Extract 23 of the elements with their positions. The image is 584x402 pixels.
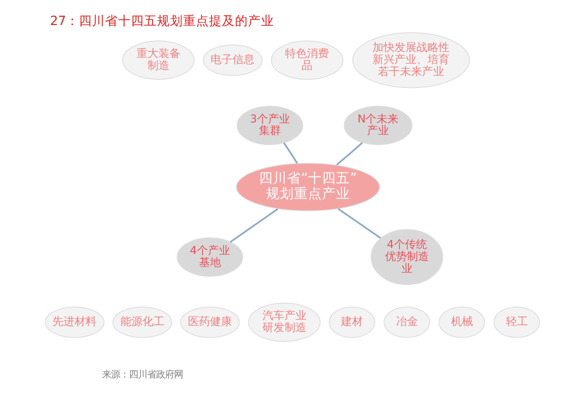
- connector: [282, 142, 298, 164]
- node-ellipse: 建材: [328, 306, 375, 338]
- node-ellipse: N个未来产业: [343, 106, 412, 146]
- node-ellipse: 重大装备制造: [122, 40, 194, 80]
- connector: [229, 208, 278, 243]
- caption: 来源：四川省政府网: [101, 370, 182, 381]
- node-ellipse: 四川省“十四五”规划重点产业: [235, 162, 380, 212]
- node-ellipse: 电子信息: [202, 44, 262, 76]
- node-ellipse: 能源化工: [112, 306, 172, 338]
- connector: [337, 208, 381, 239]
- diagram-title: 27：四川省十四五规划重点提及的产业: [49, 13, 274, 28]
- node-ellipse: 3个产业集群: [236, 106, 303, 146]
- node-ellipse: 4个传统优势制造业: [370, 229, 443, 285]
- node-ellipse: 特色消费品: [270, 40, 343, 80]
- node-ellipse: 4个产业基地: [176, 237, 243, 277]
- node-ellipse: 轻工: [493, 306, 540, 338]
- node-ellipse: 加快发展战略性新兴产业、培育若干未来产业: [352, 32, 470, 88]
- node-ellipse: 汽车产业研发制造: [248, 302, 320, 342]
- node-ellipse: 机械: [438, 306, 485, 338]
- node-ellipse: 先进材料: [44, 306, 104, 338]
- node-ellipse: 医药健康: [180, 306, 240, 338]
- connector: [336, 142, 362, 166]
- node-ellipse: 冶金: [383, 306, 430, 338]
